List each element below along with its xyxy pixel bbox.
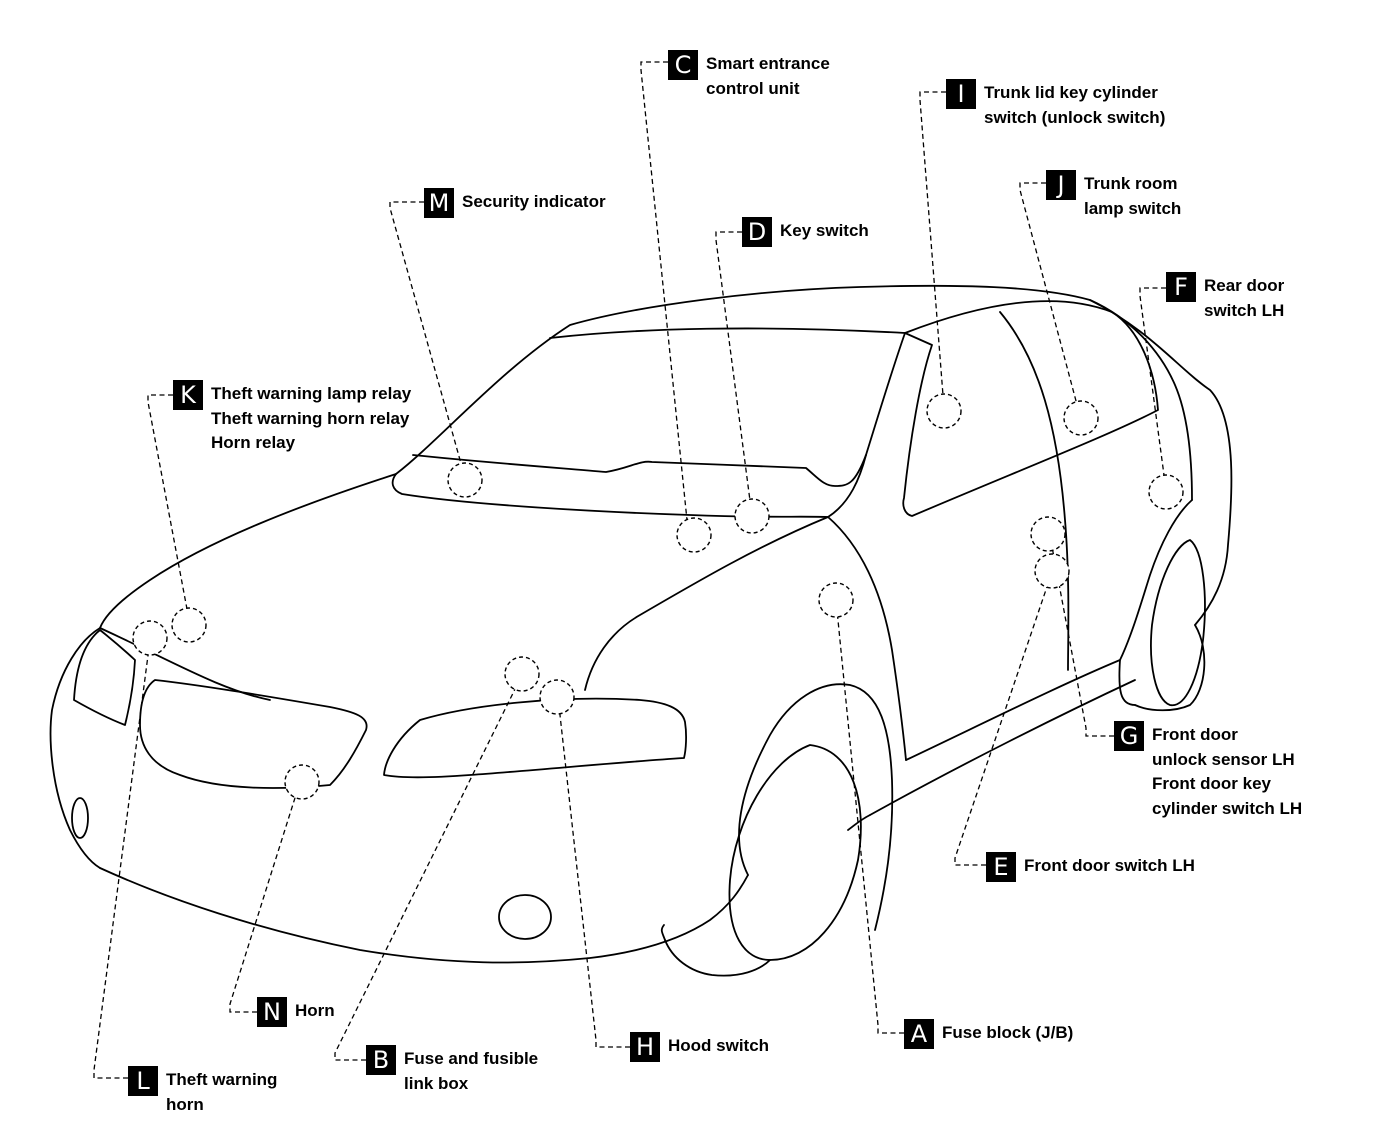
callout-f: F Rear door switch LH [1166, 272, 1284, 323]
callout-n-line-1: Horn [295, 1001, 335, 1020]
callout-k-line-1: Theft warning lamp relay [211, 384, 412, 403]
leader-lines [93, 61, 1167, 1079]
callout-i-label: Trunk lid key cylinder switch (unlock sw… [984, 81, 1165, 130]
callout-m-label: Security indicator [462, 190, 606, 215]
callout-i-line-1: Trunk lid key cylinder [984, 83, 1158, 102]
callout-d-line-1: Key switch [780, 221, 869, 240]
callout-j: J Trunk room lamp switch [1046, 170, 1181, 221]
callout-l-label: Theft warning horn [166, 1068, 277, 1117]
callout-g: G Front door unlock sensor LH Front door… [1114, 721, 1302, 821]
callout-i-badge: I [946, 79, 976, 109]
callout-c-label: Smart entrance control unit [706, 52, 830, 101]
callout-a-label: Fuse block (J/B) [942, 1021, 1073, 1046]
callout-m-badge: M [424, 188, 454, 218]
callout-e: E Front door switch LH [986, 852, 1195, 882]
callout-k-line-3: Horn relay [211, 433, 296, 452]
callout-d-badge: D [742, 217, 772, 247]
callout-f-line-1: Rear door [1204, 276, 1285, 295]
callout-l-badge: L [128, 1066, 158, 1096]
callout-k-badge: K [173, 380, 203, 410]
callout-n-label: Horn [295, 999, 335, 1024]
callout-a-line-1: Fuse block (J/B) [942, 1023, 1074, 1042]
callout-f-line-2: switch LH [1204, 300, 1285, 320]
callout-j-line-1: Trunk room [1084, 174, 1178, 193]
callout-d-label: Key switch [780, 219, 869, 244]
callout-d: D Key switch [742, 217, 869, 247]
callout-j-line-2: lamp switch [1084, 198, 1182, 218]
callout-j-label: Trunk room lamp switch [1084, 172, 1181, 221]
callout-e-label: Front door switch LH [1024, 854, 1195, 879]
callout-f-label: Rear door switch LH [1204, 274, 1284, 323]
callout-g-line-4: cylinder switch LH [1152, 798, 1303, 818]
callout-k-line-2: Theft warning horn relay [211, 408, 410, 428]
callout-h: H Hood switch [630, 1032, 769, 1062]
callout-h-line-1: Hood switch [668, 1036, 770, 1055]
callout-l-line-1: Theft warning [166, 1070, 278, 1089]
callout-g-line-1: Front door [1152, 725, 1238, 744]
callout-b-label: Fuse and fusible link box [404, 1047, 538, 1096]
callout-c-badge: C [668, 50, 698, 80]
callout-c: C Smart entrance control unit [668, 50, 830, 101]
callout-c-line-2: control unit [706, 78, 800, 98]
callout-b-badge: B [366, 1045, 396, 1075]
callout-l: L Theft warning horn [128, 1066, 277, 1117]
callout-i-line-2: switch (unlock switch) [984, 107, 1166, 127]
callout-e-badge: E [986, 852, 1016, 882]
car-outline [49, 284, 1233, 977]
callout-n-badge: N [257, 997, 287, 1027]
callout-f-badge: F [1166, 272, 1196, 302]
callout-g-badge: G [1114, 721, 1144, 751]
callout-g-line-2: unlock sensor LH [1152, 749, 1295, 769]
callout-g-line-3: Front door key [1152, 774, 1272, 793]
callout-h-label: Hood switch [668, 1034, 769, 1059]
location-markers [132, 393, 1184, 800]
callout-k: K Theft warning lamp relay Theft warning… [173, 380, 411, 456]
callout-m: M Security indicator [424, 188, 606, 218]
callout-k-label: Theft warning lamp relay Theft warning h… [211, 382, 411, 456]
callout-e-line-1: Front door switch LH [1024, 856, 1195, 875]
callout-a-badge: A [904, 1019, 934, 1049]
callout-a: A Fuse block (J/B) [904, 1019, 1073, 1049]
callout-n: N Horn [257, 997, 335, 1027]
callout-c-line-1: Smart entrance [706, 54, 830, 73]
callout-j-badge: J [1046, 170, 1076, 200]
callout-b-line-2: link box [404, 1073, 469, 1093]
callout-g-label: Front door unlock sensor LH Front door k… [1152, 723, 1302, 821]
callout-b-line-1: Fuse and fusible [404, 1049, 539, 1068]
callout-i: I Trunk lid key cylinder switch (unlock … [946, 79, 1165, 130]
callout-l-line-2: horn [166, 1094, 204, 1114]
callout-m-line-1: Security indicator [462, 192, 606, 211]
callout-h-badge: H [630, 1032, 660, 1062]
callout-b: B Fuse and fusible link box [366, 1045, 538, 1096]
